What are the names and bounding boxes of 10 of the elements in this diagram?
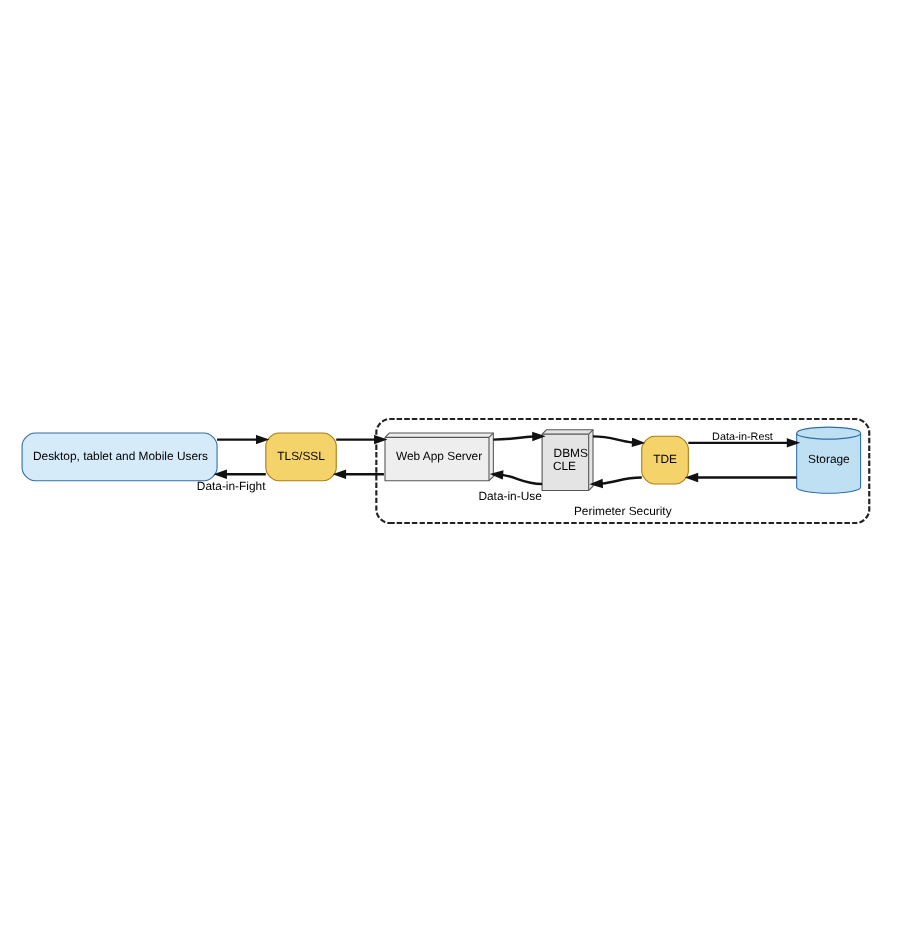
arrow [493,430,546,441]
arrow [336,433,388,444]
arrow [688,437,801,447]
arrow [213,468,266,478]
arrow [589,475,642,488]
arrow [592,434,646,447]
arrow [332,468,384,478]
arrow [489,469,543,485]
arrow [217,433,270,444]
arrow [684,471,797,482]
